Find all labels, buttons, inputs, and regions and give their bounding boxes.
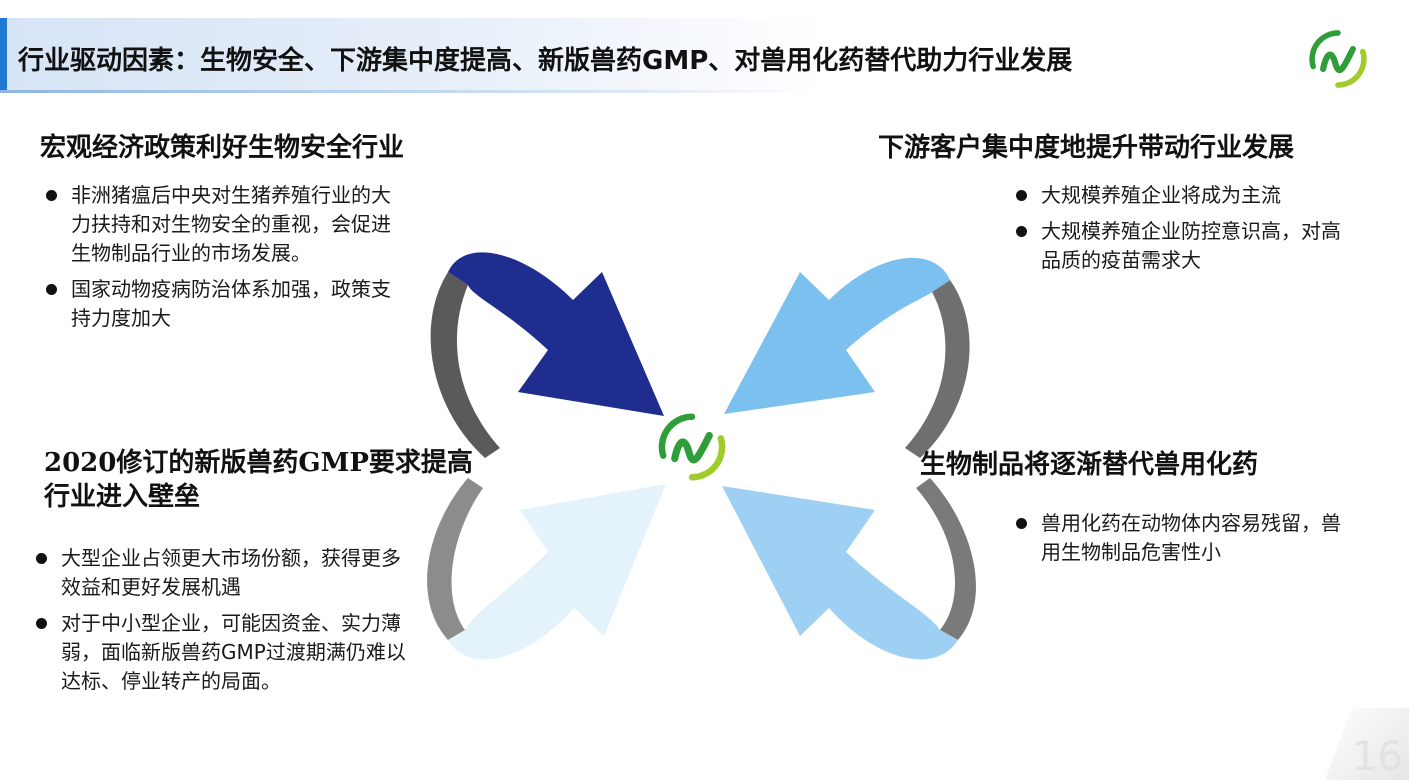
bullet-list-macro-policy: 非洲猪瘟后中央对生猪养殖行业的大力扶持和对生物安全的重视，会促进生物制品行业的市…: [40, 181, 400, 340]
arrow-top-right: [724, 257, 970, 458]
bullet-item: 兽用化药在动物体内容易残留，兽用生物制品危害性小: [1010, 509, 1345, 567]
bullet-item: 大型企业占领更大市场份额，获得更多效益和更好发展机遇: [30, 544, 420, 602]
section-title-macro-policy: 宏观经济政策利好生物安全行业: [40, 133, 405, 163]
bullet-item: 国家动物疫病防治体系加强，政策支持力度加大: [40, 275, 400, 333]
arrow-bottom-left: [427, 478, 666, 660]
arrow-bottom-right: [722, 478, 976, 660]
title-underline: [0, 90, 810, 93]
bullet-item: 大规模养殖企业防控意识高，对高品质的疫苗需求大: [1010, 217, 1350, 275]
section-title-biologics: 生物制品将逐渐替代兽用化药: [920, 450, 1259, 480]
section-title-gmp: 2020修订的新版兽药GMP要求提高: [44, 448, 473, 478]
bullet-list-biologics: 兽用化药在动物体内容易残留，兽用生物制品危害性小: [1010, 509, 1345, 574]
page-number: 16: [1352, 734, 1403, 780]
bullet-list-downstream: 大规模养殖企业将成为主流 大规模养殖企业防控意识高，对高品质的疫苗需求大: [1010, 181, 1350, 282]
bullet-item: 大规模养殖企业将成为主流: [1010, 181, 1350, 210]
bullet-item: 非洲猪瘟后中央对生猪养殖行业的大力扶持和对生物安全的重视，会促进生物制品行业的市…: [40, 181, 400, 268]
company-logo-icon: [1309, 30, 1367, 88]
slide-title: 行业驱动因素：生物安全、下游集中度提高、新版兽药GMP、对兽用化药替代助力行业发…: [18, 46, 1073, 76]
bullet-item: 对于中小型企业，可能因资金、实力薄弱，面临新版兽药GMP过渡期满仍难以达标、停业…: [30, 609, 420, 696]
section-title-downstream: 下游客户集中度地提升带动行业发展: [878, 133, 1295, 163]
title-accent-bar: [0, 18, 7, 92]
bullet-list-gmp: 大型企业占领更大市场份额，获得更多效益和更好发展机遇 对于中小型企业，可能因资金…: [30, 544, 420, 703]
arrow-top-left: [430, 252, 664, 458]
section-title-gmp-line2: 行业进入壁垒: [44, 482, 201, 512]
center-logo-icon: [658, 413, 726, 481]
title-bar: 行业驱动因素：生物安全、下游集中度提高、新版兽药GMP、对兽用化药替代助力行业发…: [0, 18, 1072, 92]
